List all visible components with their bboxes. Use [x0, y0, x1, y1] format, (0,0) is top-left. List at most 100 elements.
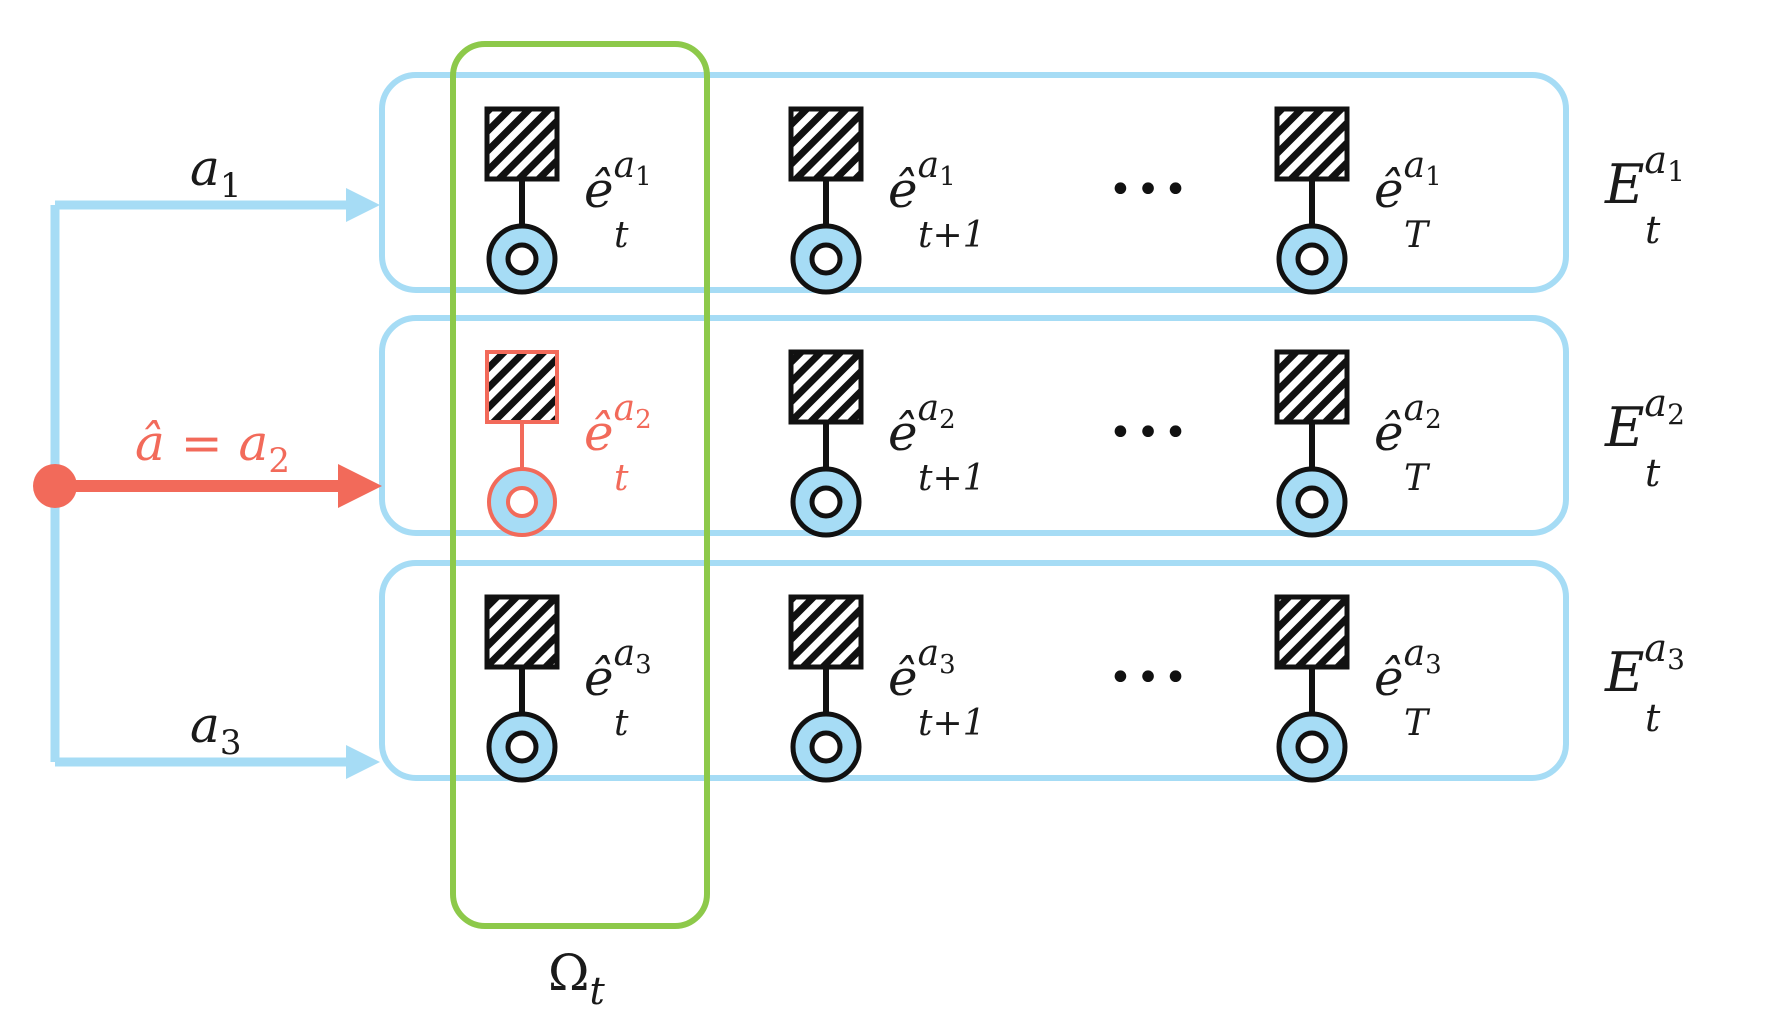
node-label-sup: a [918, 633, 939, 674]
hatched-square-icon [484, 106, 560, 182]
node-label-sup: a [918, 145, 939, 186]
branch-label-text: a [190, 696, 220, 754]
omega-label-base: Ω [548, 944, 589, 1002]
ring-inner-icon [809, 730, 843, 764]
ellipsis: ••• [1109, 167, 1192, 213]
branch-arrowhead-3 [346, 745, 380, 779]
node-label-sup-sub: 3 [635, 650, 652, 680]
ring-inner-icon [505, 730, 539, 764]
node-label-base: ê [584, 161, 614, 219]
set-label-sup-sub: 3 [1667, 643, 1685, 676]
set-label-3: Ea3 [1604, 626, 1685, 704]
hatched-square-icon [788, 349, 864, 425]
node-label-sup: a [614, 145, 635, 186]
node-label-sup: a [614, 633, 635, 674]
node-label-sub: t+1 [918, 703, 986, 744]
ellipsis: ••• [1109, 410, 1192, 456]
set-label-sup: a [1644, 381, 1667, 425]
set-label-1: Ea1 [1604, 138, 1685, 216]
ring-inner-icon [505, 242, 539, 276]
node-label: êa3 [1374, 633, 1442, 707]
ring-inner-icon [506, 486, 538, 518]
node-label-base: ê [888, 404, 918, 462]
node-label-sup-sub: 2 [635, 405, 652, 435]
node-label-sup: a [1404, 145, 1425, 186]
node-label-base: ê [1374, 649, 1404, 707]
omega-label: Ωt [548, 944, 605, 1013]
node-label: êa3 [584, 633, 652, 707]
row-box-1 [379, 72, 1569, 293]
node-label-base: ê [1374, 161, 1404, 219]
node-label: êa1 [888, 145, 956, 219]
node-label-sub: T [1404, 215, 1431, 256]
set-label-base: E [1604, 396, 1644, 459]
hatched-square-icon [1274, 594, 1350, 670]
node-label-sup-sub: 1 [939, 162, 956, 192]
hatched-square-icon [1274, 349, 1350, 425]
branch-label-text: â = a [135, 414, 268, 472]
node-label-sub: t+1 [918, 215, 986, 256]
set-label-sub: t [1645, 451, 1661, 495]
ring-inner-icon [809, 242, 843, 276]
node-label-sup-sub: 2 [939, 405, 956, 435]
row-box-3 [379, 560, 1569, 781]
branch-label-subscript: 3 [220, 723, 242, 763]
hatched-square-icon [788, 106, 864, 182]
hatched-square-icon [485, 350, 559, 424]
set-label-sub: t [1645, 696, 1661, 740]
node-label-sub: t+1 [918, 458, 986, 499]
ring-inner-icon [809, 485, 843, 519]
branch-label-text: a [190, 139, 220, 197]
node-label-base: ê [888, 649, 918, 707]
ring-inner-icon [1295, 242, 1329, 276]
set-label-sup-sub: 2 [1667, 398, 1685, 431]
node-label-base: ê [1374, 404, 1404, 462]
set-label-sup: a [1644, 626, 1667, 670]
ring-inner-icon [1295, 485, 1329, 519]
set-label-base: E [1604, 153, 1644, 216]
hatched-square-icon [484, 594, 560, 670]
node-label-sup-sub: 2 [1425, 405, 1442, 435]
node-label: êa1 [584, 145, 652, 219]
set-label-2: Ea2 [1604, 381, 1685, 459]
node-label: êa3 [888, 633, 956, 707]
ring-inner-icon [1295, 730, 1329, 764]
node-label-sup: a [1404, 633, 1425, 674]
branch-arrowhead-1 [346, 188, 380, 222]
node-label: êa2 [888, 388, 956, 462]
selection-origin-dot [33, 464, 77, 508]
node-label-sub: T [1404, 703, 1431, 744]
node-label-base: ê [584, 649, 614, 707]
node-label-sup-sub: 1 [635, 162, 652, 192]
node-label-sup-sub: 1 [1425, 162, 1442, 192]
branch-label-subscript: 2 [268, 441, 290, 481]
node-label: êa2 [1374, 388, 1442, 462]
branch-label-subscript: 1 [220, 166, 242, 206]
branch-label-1: a1 [190, 139, 241, 206]
branch-label-3: a3 [190, 696, 241, 763]
node-label: êa1 [1374, 145, 1442, 219]
node-label-sub: t [614, 703, 629, 744]
node-label-sup: a [1404, 388, 1425, 429]
node-label-sup-sub: 3 [939, 650, 956, 680]
branch-label-2: â = a2 [135, 414, 290, 481]
node-label-sub: t [614, 458, 629, 499]
ellipsis: ••• [1109, 655, 1192, 701]
omega-label-sub: t [589, 969, 605, 1013]
set-label-sup: a [1644, 138, 1667, 182]
hatched-square-icon [1274, 106, 1350, 182]
omega-group-box [450, 41, 710, 929]
set-label-sup-sub: 1 [1667, 155, 1685, 188]
hatched-square-icon [788, 594, 864, 670]
node-label-sup: a [918, 388, 939, 429]
